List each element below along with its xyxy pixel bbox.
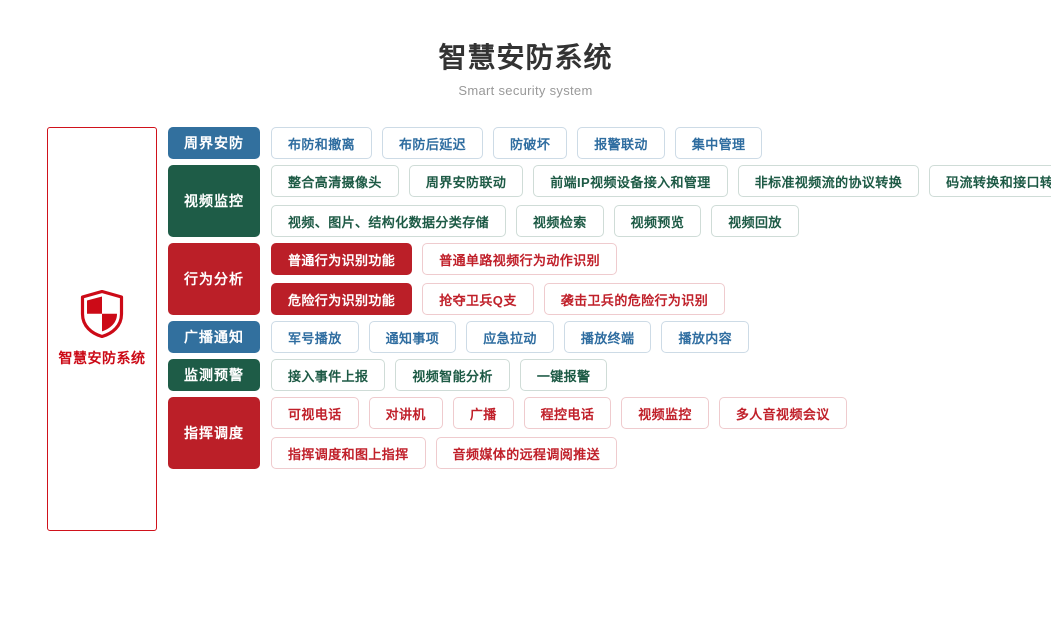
feature-item[interactable]: 普通行为识别功能 — [271, 243, 413, 275]
feature-item[interactable]: 布防后延迟 — [382, 127, 484, 159]
feature-item[interactable]: 播放终端 — [563, 321, 652, 353]
category-row: 广播通知军号播放通知事项应急拉动播放终端播放内容 — [168, 321, 1051, 353]
category-chip[interactable]: 广播通知 — [168, 321, 260, 353]
feature-item[interactable]: 整合高清摄像头 — [271, 165, 399, 197]
feature-item[interactable]: 视频、图片、结构化数据分类存储 — [271, 205, 507, 237]
page-header: 智慧安防系统 Smart security system — [0, 0, 1051, 100]
category-chip[interactable]: 视频监控 — [168, 165, 260, 237]
feature-item[interactable]: 程控电话 — [523, 397, 612, 429]
shield-icon — [80, 290, 124, 338]
feature-item[interactable]: 一键报警 — [519, 359, 608, 391]
item-line: 可视电话对讲机广播程控电话视频监控多人音视频会议 — [271, 397, 847, 429]
item-line: 军号播放通知事项应急拉动播放终端播放内容 — [271, 321, 750, 353]
feature-item[interactable]: 广播 — [452, 397, 514, 429]
feature-item[interactable]: 非标准视频流的协议转换 — [737, 165, 920, 197]
feature-item[interactable]: 防破坏 — [493, 127, 568, 159]
feature-item[interactable]: 布防和撤离 — [271, 127, 373, 159]
item-line: 指挥调度和图上指挥音频媒体的远程调阅推送 — [271, 437, 847, 469]
category-chip[interactable]: 监测预警 — [168, 359, 260, 391]
category-rows: 周界安防布防和撤离布防后延迟防破坏报警联动集中管理视频监控整合高清摄像头周界安防… — [168, 127, 1051, 475]
category-chip[interactable]: 行为分析 — [168, 243, 260, 315]
category-items: 可视电话对讲机广播程控电话视频监控多人音视频会议指挥调度和图上指挥音频媒体的远程… — [271, 397, 847, 469]
brand-label: 智慧安防系统 — [58, 350, 146, 366]
feature-item[interactable]: 报警联动 — [577, 127, 665, 159]
feature-item[interactable]: 视频监控 — [621, 397, 709, 429]
feature-item[interactable]: 集中管理 — [674, 127, 763, 159]
feature-item[interactable]: 危险行为识别功能 — [271, 283, 413, 315]
feature-item[interactable]: 可视电话 — [271, 397, 359, 429]
feature-item[interactable]: 接入事件上报 — [271, 359, 386, 391]
feature-item[interactable]: 应急拉动 — [466, 321, 554, 353]
category-chip[interactable]: 周界安防 — [168, 127, 260, 159]
feature-item[interactable]: 码流转换和接口转换 — [929, 165, 1051, 197]
feature-item[interactable]: 视频检索 — [516, 205, 604, 237]
feature-item[interactable]: 袭击卫兵的危险行为识别 — [543, 283, 726, 315]
feature-item[interactable]: 普通单路视频行为动作识别 — [422, 243, 618, 275]
category-row: 周界安防布防和撤离布防后延迟防破坏报警联动集中管理 — [168, 127, 1051, 159]
feature-item[interactable]: 音频媒体的远程调阅推送 — [435, 437, 618, 469]
feature-item[interactable]: 视频回放 — [711, 205, 799, 237]
category-items: 整合高清摄像头周界安防联动前端IP视频设备接入和管理非标准视频流的协议转换码流转… — [271, 165, 1051, 237]
page-subtitle: Smart security system — [458, 83, 593, 98]
category-items: 军号播放通知事项应急拉动播放终端播放内容 — [271, 321, 750, 353]
item-line: 布防和撤离布防后延迟防破坏报警联动集中管理 — [271, 127, 763, 159]
category-chip[interactable]: 指挥调度 — [168, 397, 260, 469]
feature-item[interactable]: 军号播放 — [271, 321, 359, 353]
feature-item[interactable]: 多人音视频会议 — [718, 397, 847, 429]
category-row: 行为分析普通行为识别功能普通单路视频行为动作识别危险行为识别功能抢夺卫兵Q支袭击… — [168, 243, 1051, 315]
architecture-board: 智慧安防系统 周界安防布防和撤离布防后延迟防破坏报警联动集中管理视频监控整合高清… — [0, 127, 1051, 531]
item-line: 整合高清摄像头周界安防联动前端IP视频设备接入和管理非标准视频流的协议转换码流转… — [271, 165, 1051, 197]
category-items: 普通行为识别功能普通单路视频行为动作识别危险行为识别功能抢夺卫兵Q支袭击卫兵的危… — [271, 243, 726, 315]
feature-item[interactable]: 周界安防联动 — [408, 165, 524, 197]
item-line: 普通行为识别功能普通单路视频行为动作识别 — [271, 243, 725, 275]
category-items: 布防和撤离布防后延迟防破坏报警联动集中管理 — [271, 127, 763, 159]
category-items: 接入事件上报视频智能分析一键报警 — [271, 359, 608, 391]
feature-item[interactable]: 视频智能分析 — [395, 359, 510, 391]
feature-item[interactable]: 对讲机 — [368, 397, 443, 429]
item-line: 接入事件上报视频智能分析一键报警 — [271, 359, 608, 391]
item-line: 危险行为识别功能抢夺卫兵Q支袭击卫兵的危险行为识别 — [271, 283, 726, 315]
page-title: 智慧安防系统 — [438, 42, 613, 73]
brand-panel: 智慧安防系统 — [47, 127, 157, 531]
feature-item[interactable]: 通知事项 — [368, 321, 457, 353]
feature-item[interactable]: 抢夺卫兵Q支 — [422, 283, 534, 315]
feature-item[interactable]: 视频预览 — [613, 205, 702, 237]
feature-item[interactable]: 指挥调度和图上指挥 — [271, 437, 426, 469]
category-row: 指挥调度可视电话对讲机广播程控电话视频监控多人音视频会议指挥调度和图上指挥音频媒… — [168, 397, 1051, 469]
category-row: 视频监控整合高清摄像头周界安防联动前端IP视频设备接入和管理非标准视频流的协议转… — [168, 165, 1051, 237]
feature-item[interactable]: 前端IP视频设备接入和管理 — [533, 165, 728, 197]
category-row: 监测预警接入事件上报视频智能分析一键报警 — [168, 359, 1051, 391]
feature-item[interactable]: 播放内容 — [661, 321, 750, 353]
item-line: 视频、图片、结构化数据分类存储视频检索视频预览视频回放 — [271, 205, 1051, 237]
